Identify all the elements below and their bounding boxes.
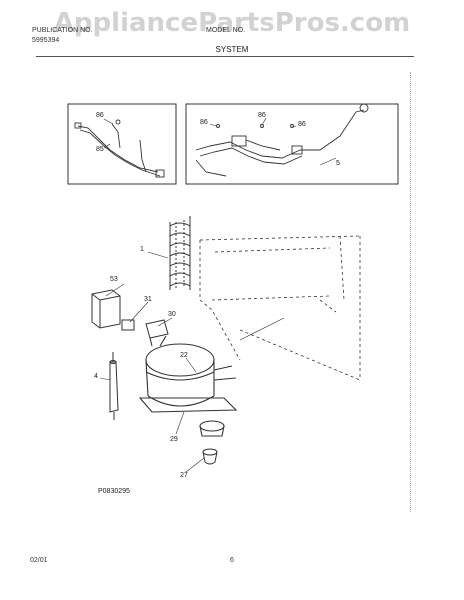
callout-31: 31 [144, 296, 152, 303]
relay-overload [91, 289, 169, 347]
page-frame [42, 72, 411, 512]
publication-number: 5995394 [32, 37, 60, 44]
wiring-harness-right [195, 103, 369, 177]
publication-label: PUBLICATION NO. [32, 27, 93, 34]
leader-lines [99, 251, 205, 473]
callout-30: 30 [168, 311, 176, 318]
tubing-line [239, 317, 285, 341]
callout-22: 22 [180, 352, 188, 359]
callout-4: 4 [94, 373, 98, 380]
callout-53: 53 [110, 276, 118, 283]
callout-86-d: 86 [298, 121, 306, 128]
wiring-detail-box-right [185, 103, 399, 185]
footer-date: 02/01 [30, 557, 48, 564]
callout-86-b: 86 [200, 119, 208, 126]
callout-1: 1 [140, 246, 144, 253]
callout-5: 5 [336, 160, 340, 167]
callout-85: 85 [96, 146, 104, 153]
callout-86-c: 86 [258, 112, 266, 119]
callout-29: 29 [170, 436, 178, 443]
section-title: SYSTEM [215, 45, 249, 54]
callout-27: 27 [180, 472, 188, 479]
cabinet-outline [199, 235, 361, 381]
grommet [202, 448, 218, 465]
wiring-detail-box-left [67, 103, 177, 185]
diagram-id: P0830295 [98, 488, 130, 495]
footer-page-number: 6 [230, 557, 234, 564]
compressor [138, 335, 238, 437]
callout-86-a: 86 [96, 112, 104, 119]
watermark: AppliancePartsPros.com [53, 8, 411, 38]
model-label: MODEL NO. [206, 27, 246, 34]
header-rule [36, 56, 414, 57]
filter-drier [109, 352, 119, 420]
condenser-coil [169, 216, 191, 290]
wiring-harness-left [74, 119, 165, 178]
